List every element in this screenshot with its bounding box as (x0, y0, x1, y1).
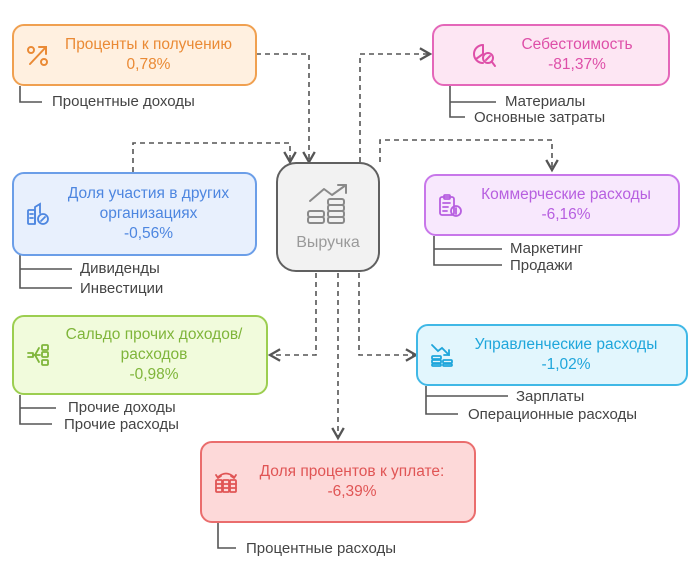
node-title: Доля участия в других (67, 185, 230, 202)
node-title: Доля процентов к уплате: (259, 463, 445, 480)
subitem: Инвестиции (80, 280, 164, 297)
subitem: Зарплаты (516, 388, 585, 405)
cost-of-sales-node[interactable]: Себестоимость -81,37% (432, 24, 670, 86)
revenue-growth-coins-icon (304, 183, 352, 232)
pie-chart-search-icon (470, 41, 498, 69)
subitem: Процентные расходы (246, 540, 397, 557)
node-value: 0,78% (126, 56, 171, 73)
node-title: Сальдо прочих доходов/ (65, 326, 243, 343)
node-title-line2: организациях (99, 205, 198, 222)
node-title: Коммерческие расходы (481, 186, 651, 203)
subitem: Дивиденды (80, 260, 160, 277)
subitem: Прочие расходы (64, 416, 179, 433)
commercial-expenses-node[interactable]: Коммерческие расходы -6,16% (424, 174, 680, 236)
interest-payable-node[interactable]: Доля процентов к уплате: -6,39% (200, 441, 476, 523)
node-title: Проценты к получению (65, 36, 232, 53)
interest-receivable-node[interactable]: Проценты к получению 0,78% (12, 24, 257, 86)
buildings-percent-icon (24, 200, 52, 228)
node-value: -1,02% (541, 356, 591, 373)
revenue-label: Выручка (296, 233, 360, 251)
node-title: Управленческие расходы (474, 336, 658, 353)
declining-coins-icon (428, 341, 456, 369)
percent-arrow-icon (24, 41, 52, 69)
node-value: -6,39% (327, 483, 377, 500)
node-value: -81,37% (548, 56, 606, 73)
node-title-line2: расходов (120, 346, 188, 363)
node-value: -0,56% (123, 225, 174, 242)
hierarchy-flow-icon (24, 341, 52, 369)
node-title: Себестоимость (521, 36, 633, 53)
subitem: Процентные доходы (52, 93, 195, 110)
clipboard-dollar-icon (436, 191, 464, 219)
node-value: -0,98% (129, 366, 179, 383)
participation-share-node[interactable]: Доля участия в других организациях -0,56… (12, 172, 257, 256)
subitem: Основные затраты (474, 109, 606, 126)
subitem: Операционные расходы (468, 406, 638, 423)
node-value: -6,16% (541, 206, 591, 223)
subitem: Прочие доходы (68, 399, 176, 416)
subitem: Маркетинг (510, 240, 583, 257)
subitem: Материалы (505, 93, 586, 110)
exchange-grid-icon (212, 468, 240, 496)
administrative-expenses-node[interactable]: Управленческие расходы -1,02% (416, 324, 688, 386)
revenue-center-node[interactable]: Выручка (276, 162, 380, 272)
subitem: Продажи (510, 257, 573, 274)
other-income-balance-node[interactable]: Сальдо прочих доходов/ расходов -0,98% (12, 315, 268, 395)
